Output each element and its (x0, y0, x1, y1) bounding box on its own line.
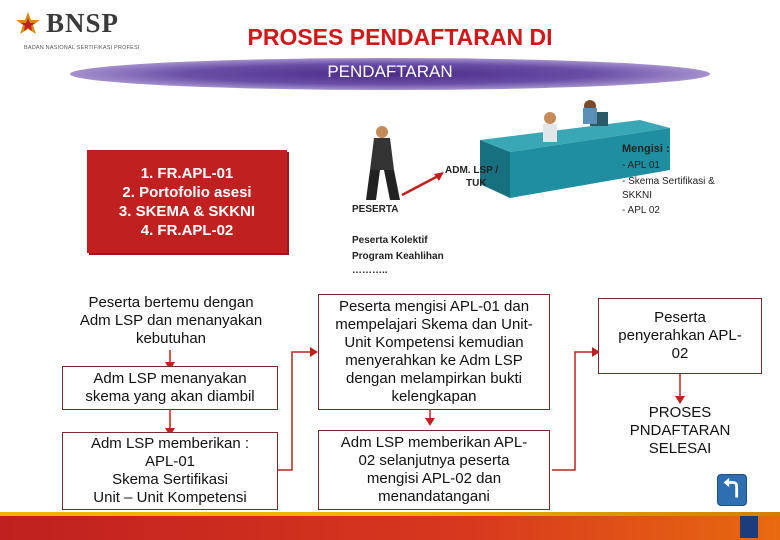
step-adm-apl02: Adm LSP memberikan APL- 02 selanjutnya p… (318, 430, 550, 510)
step-peserta-menyerahkan: Peserta penyerahkan APL- 02 (598, 298, 762, 374)
step-peserta-mengisi: Peserta mengisi APL-01 dan mempelajari S… (318, 294, 550, 410)
logo-subtitle: BADAN NASIONAL SERTIFIKASI PROFESI (24, 45, 140, 51)
step-proses-selesai: PROSES PNDAFTARAN SELESAI (629, 404, 731, 457)
mengisi-item: - APL 02 (622, 205, 660, 216)
requirement-item: 3. SKEMA & SKKNI (118, 203, 256, 220)
mengisi-title: Mengisi : (622, 143, 670, 155)
footer-logo-icon (740, 516, 758, 538)
registration-illustration: ADM. LSP / TUK PESERTA Peserta Kolektif … (352, 100, 715, 276)
program-label: Program Keahlihan (352, 251, 444, 262)
ellipsis-label: ……….. (352, 265, 388, 276)
step-peserta-bertemu: Peserta bertemu dengan Adm LSP dan menan… (79, 294, 263, 347)
peserta-label: PESERTA (352, 204, 399, 215)
adm-label: ADM. LSP / (445, 165, 498, 176)
requirements-box: 1. FR.APL-01 2. Portofolio asesi 3. SKEM… (87, 150, 287, 253)
step-adm-memberikan: Adm LSP memberikan : APL-01 Skema Sertif… (62, 432, 278, 510)
page-title: PROSES PENDAFTARAN DI (247, 24, 553, 50)
logo-name: BNSP (46, 8, 120, 38)
kolektif-label: Peserta Kolektif (352, 235, 428, 246)
tuk-label: TUK (466, 178, 487, 189)
footer-bar (0, 516, 780, 540)
mengisi-item: - APL 01 (622, 160, 660, 171)
bnsp-logo-icon (16, 12, 40, 34)
step-adm-menanyakan: Adm LSP menanyakan skema yang akan diamb… (62, 366, 278, 410)
requirement-item: 2. Portofolio asesi (122, 184, 252, 201)
requirement-item: 1. FR.APL-01 (140, 165, 234, 182)
mengisi-item: - Skema Sertifikasi & (622, 176, 715, 187)
back-button-icon (723, 477, 739, 498)
page-subtitle: PENDAFTARAN (327, 62, 453, 81)
subtitle-banner (70, 58, 710, 90)
back-button[interactable] (717, 474, 747, 506)
requirement-item: 4. FR.APL-02 (140, 222, 234, 239)
mengisi-item: SKKNI (622, 190, 652, 201)
